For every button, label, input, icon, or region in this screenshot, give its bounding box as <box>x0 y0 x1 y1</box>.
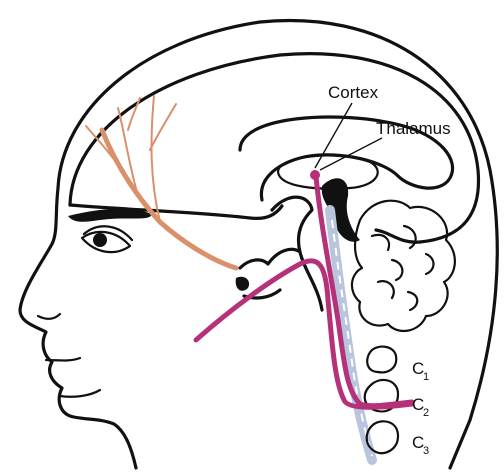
thalamus-target-dot <box>310 170 320 180</box>
c1-label: C 1 <box>412 359 429 383</box>
pathway-trigeminal <box>196 261 412 407</box>
supraorbital-nerve <box>86 96 236 268</box>
chin-line <box>60 390 100 397</box>
nerve-branch <box>152 96 160 222</box>
cortex-leader-line <box>315 103 352 168</box>
vertebra-c3 <box>367 421 398 453</box>
nerve-branch <box>150 104 176 150</box>
cerebellum <box>352 201 455 331</box>
thalamus-label: Thalamus <box>376 119 451 138</box>
spinal-cord <box>330 210 372 460</box>
nasal-tip-dark <box>236 277 249 291</box>
c2-label: C 2 <box>412 395 429 419</box>
c3-label: C 3 <box>412 433 429 457</box>
nerve-branch <box>128 98 140 130</box>
c1-subscript: 1 <box>423 371 429 383</box>
eyebrow <box>68 209 152 222</box>
nasal-structure <box>240 249 300 268</box>
eye-iris <box>93 233 107 247</box>
vertebra-c1 <box>367 347 396 373</box>
cortex-label: Cortex <box>328 83 379 102</box>
c3-subscript: 3 <box>423 445 429 457</box>
nerve-trunk <box>102 130 236 268</box>
lips-line <box>46 358 80 361</box>
nostril <box>38 314 60 319</box>
c2-subscript: 2 <box>423 407 429 419</box>
